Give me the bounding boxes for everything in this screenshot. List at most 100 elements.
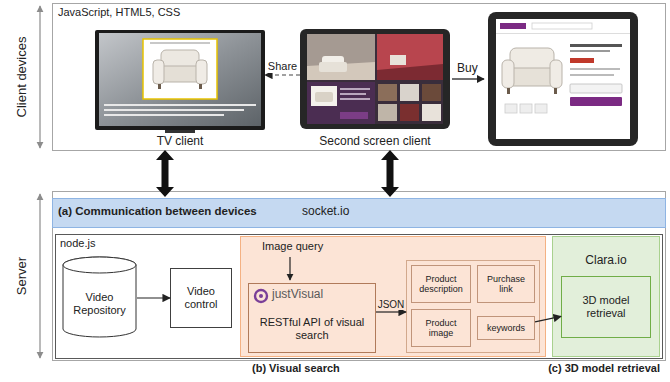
panel-line [340, 98, 370, 100]
chair-icon [315, 92, 333, 102]
chair-leg [554, 88, 557, 94]
node-label: 3D model retrieval [564, 294, 648, 319]
connector-arrow [381, 150, 399, 197]
room-floor [377, 64, 443, 80]
text-slot: (b) Visual search [252, 362, 340, 375]
edge-label: JSON [378, 299, 405, 311]
room-view [307, 34, 375, 80]
room-floor [307, 62, 375, 80]
node-label: Client devices [15, 37, 30, 118]
text-slot: 3D model retrieval [561, 276, 651, 338]
text-slot: Server [15, 257, 30, 295]
subtitle-line [104, 104, 256, 106]
logo-ring [255, 290, 267, 302]
node-label: JavaScript, HTML5, CSS [58, 6, 180, 19]
text-slot: socket.io [302, 205, 349, 219]
node-label: Video control [173, 285, 229, 310]
text-slot: node.js [60, 237, 95, 250]
process-box: 3D model retrieval [561, 276, 651, 338]
text-slot: (c) 3D model retrieval [548, 362, 660, 375]
tv-frame [95, 30, 265, 130]
communication-band: (a) Communication between devices socket.… [52, 198, 666, 228]
price-mark [570, 58, 594, 63]
node-label: Product image [414, 318, 468, 339]
page-line [570, 68, 620, 70]
text-slot: Video control [170, 268, 232, 328]
connector-arrow [156, 150, 174, 197]
output-box: keywords [477, 316, 535, 340]
chair-arm [550, 60, 562, 88]
chair-icon [390, 55, 406, 65]
node-label: Clara.io [552, 254, 660, 268]
text-slot: TV client [95, 135, 265, 149]
shop-logo [500, 23, 526, 29]
output-box: Product description [411, 265, 471, 303]
module-region: Clara.io(c) 3D model retrieval3D model r… [552, 236, 660, 357]
node-label: RESTful API of visual search [254, 316, 370, 341]
panel-line [340, 88, 370, 90]
logo-dot [259, 294, 263, 298]
thumbnail [422, 84, 441, 101]
api-box: justVisualRESTful API of visual search [248, 283, 376, 353]
node-label: TV client [95, 135, 265, 149]
thumbnail [378, 84, 397, 101]
chair-arm [502, 60, 514, 88]
device-node: Second screen client [300, 28, 450, 149]
thumbnail [505, 104, 517, 113]
node-label: node.js [60, 237, 95, 250]
panel-line [340, 93, 366, 95]
text-slot: JavaScript, HTML5, CSS [58, 6, 180, 19]
text-slot: Product description [411, 265, 471, 303]
text-slot: Client devices [15, 37, 30, 118]
text-slot: (a) Communication between devices [58, 205, 257, 218]
module-region: (b) Visual searchjustVisualRESTful API o… [240, 236, 546, 357]
node-label: (b) Visual search [252, 362, 340, 375]
page-rule [496, 33, 630, 34]
chair-seat [319, 62, 347, 72]
chair-leg [199, 84, 202, 89]
edge-label-patch: JSON [376, 299, 407, 311]
product-panel [307, 82, 375, 124]
tablet-frame [488, 12, 638, 146]
thumbnail [400, 104, 419, 121]
node-label: keywords [487, 323, 525, 333]
region-panel: Client devicesJavaScript, HTML5, CSSTV c… [52, 3, 666, 151]
thumbnail [422, 104, 441, 121]
tv-stand [165, 130, 195, 133]
panel-button [340, 112, 368, 119]
page-line [570, 44, 622, 47]
chair-leg [158, 84, 161, 89]
room-view [377, 34, 443, 80]
text-slot: Buy [457, 62, 478, 76]
chair-leg [507, 88, 510, 94]
node-label: Server [15, 257, 30, 295]
product-thumb [311, 86, 337, 106]
text-slot: Second screen client [300, 135, 450, 149]
page-line [570, 74, 614, 76]
node-label: (c) 3D model retrieval [548, 362, 660, 375]
text-slot: Video Repository [62, 270, 137, 338]
output-group: Product description Purchase linkProduct … [406, 260, 540, 353]
node-label: Video Repository [65, 291, 134, 316]
text-slot: Purchase link [477, 265, 535, 303]
text-slot: Clara.io [552, 254, 660, 268]
text-slot: Product image [411, 309, 471, 347]
node-label: Product description [414, 274, 468, 295]
edge-label-patch: Share [266, 60, 299, 73]
page-button [570, 84, 622, 93]
cylinder-body [63, 257, 136, 337]
output-box: Purchase link [477, 265, 535, 303]
page-line [570, 50, 610, 52]
chair-seat [158, 66, 202, 82]
thumbnail [535, 104, 547, 113]
tv-popup [143, 39, 217, 99]
node-label: Second screen client [300, 135, 450, 149]
thumbnail [378, 104, 397, 121]
page-button [570, 97, 622, 106]
database-cylinder: Video Repository [62, 256, 137, 338]
tablet-frame [300, 29, 450, 129]
connector-arrow [265, 74, 300, 75]
extent-arrow [39, 6, 40, 148]
node-label: justVisual [272, 288, 323, 302]
